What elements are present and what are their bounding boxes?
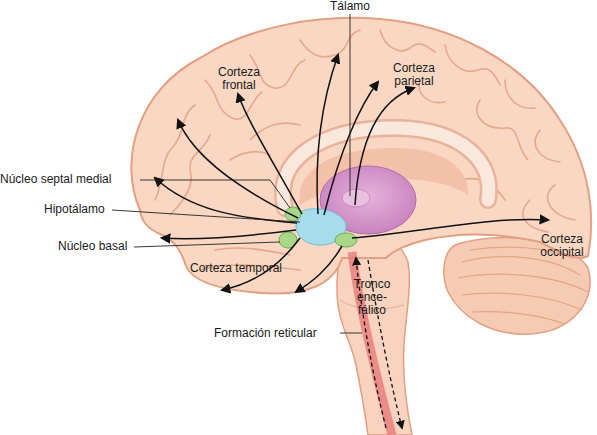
brain-detail (112, 210, 300, 222)
brain-detail (134, 242, 280, 247)
brain-detail (230, 152, 270, 160)
brain-detail (445, 45, 500, 85)
brain-detail (462, 293, 582, 310)
structure-label: Formación reticular (214, 327, 344, 340)
brain-detail (324, 82, 378, 215)
brain-detail (238, 94, 302, 214)
brain-detail (170, 135, 210, 215)
brainstem-nucleus (335, 233, 357, 247)
brain-detail (380, 30, 435, 52)
brain-detail (505, 80, 535, 108)
cortex-label: Corteza frontal (213, 66, 265, 92)
brain-detail (472, 312, 565, 324)
cortex-label: Corteza occipital (530, 233, 594, 259)
brain-detail (155, 178, 297, 223)
brain-detail (462, 257, 580, 275)
brain-detail (317, 55, 338, 214)
cerebrum (131, 18, 591, 294)
brain-detail (296, 246, 342, 292)
structure-label: Hipotálamo (44, 203, 144, 216)
structure-label: Tronco ence- fálico (350, 278, 394, 317)
brain-detail (300, 30, 360, 57)
cortex-label: Corteza parietal (386, 62, 442, 88)
brain-detail (340, 333, 362, 334)
structure-label: Tálamo (325, 0, 375, 13)
cerebral-sulci (155, 30, 575, 270)
brain-detail (350, 14, 351, 196)
brain-detail (535, 130, 560, 162)
brain-detail (458, 274, 588, 292)
brain-detail (352, 219, 548, 238)
brainstem (337, 238, 412, 435)
projection-arrows (155, 55, 548, 292)
structure-label: Núcleo septal medial (0, 173, 150, 186)
structure-label: Núcleo basal (58, 240, 158, 253)
brain-detail (250, 123, 300, 140)
brain-detail (523, 200, 548, 232)
brain-detail (477, 100, 528, 160)
leader-lines (112, 14, 362, 333)
brain-detail (355, 88, 414, 205)
brain-detail (140, 180, 290, 208)
brain-detail (155, 105, 195, 200)
brain-detail (162, 230, 296, 239)
cortex-label: Corteza temporal (190, 262, 310, 275)
brain-detail (215, 248, 290, 255)
brain-detail (548, 185, 575, 220)
